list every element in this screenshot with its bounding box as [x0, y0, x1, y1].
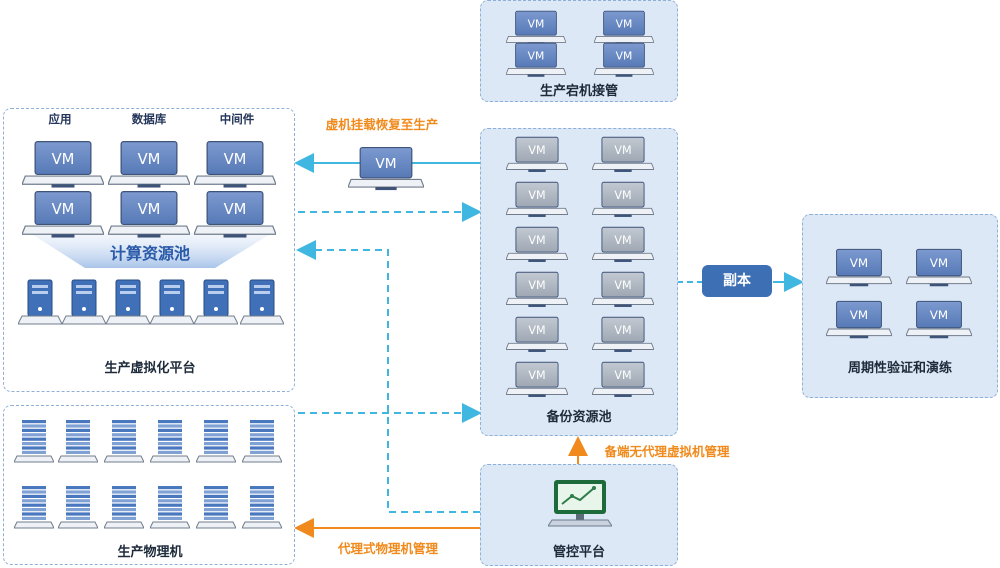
arrow-console-to-virtual — [296, 240, 480, 513]
backup-pool-panel — [480, 128, 678, 436]
column-label-database: 数据库 — [131, 112, 167, 126]
vm-icon: VM — [906, 300, 972, 339]
vm-icon: VM — [194, 141, 276, 188]
vm-icon: VM — [108, 141, 190, 188]
vm-icon: VM — [108, 191, 190, 238]
vm-icon: VM — [506, 10, 566, 45]
vm-icon-text: VM — [138, 201, 161, 218]
physical-server-icon — [104, 420, 144, 463]
vm-icon-text: VM — [930, 308, 948, 322]
vm-icon-text: VM — [614, 189, 631, 202]
server-icon — [194, 279, 238, 325]
server-icon — [240, 279, 284, 325]
vm-icon-text: VM — [528, 369, 545, 382]
vm-icon: VM — [592, 226, 654, 262]
vm-icon-text: VM — [616, 49, 633, 62]
vm-icon-text: VM — [52, 201, 75, 218]
physical-server-icon — [58, 486, 98, 529]
vm-icon: VM — [506, 316, 568, 352]
console-title: 管控平台 — [552, 545, 605, 560]
vm-icon: VM — [594, 42, 654, 77]
vm-icon-text: VM — [528, 324, 545, 337]
vm-icon-text: VM — [528, 17, 545, 30]
vm-icon: VM — [194, 191, 276, 238]
vm-icon-text: VM — [616, 17, 633, 30]
vm-icon-text: VM — [614, 324, 631, 337]
vm-icon: VM — [348, 146, 424, 191]
vm-icon: VM — [592, 361, 654, 397]
vm-icon: VM — [906, 248, 972, 287]
physical-server-icon — [14, 420, 54, 463]
monitor-icon — [548, 480, 612, 527]
vm-icon-text: VM — [614, 279, 631, 292]
vm-icon-text: VM — [528, 279, 545, 292]
vm-icon: VM — [592, 181, 654, 217]
compute-pool-label: 计算资源池 — [109, 244, 190, 263]
vm-icon-text: VM — [528, 144, 545, 157]
vm-icon: VM — [506, 271, 568, 307]
vm-icon-text: VM — [375, 156, 396, 172]
vm-icon: VM — [592, 136, 654, 172]
physical-server-icon — [242, 420, 282, 463]
server-icon — [62, 279, 106, 325]
vm-icon: VM — [506, 361, 568, 397]
takeover-panel — [480, 0, 678, 102]
vm-icon: VM — [22, 191, 104, 238]
vm-icon: VM — [506, 181, 568, 217]
vm-icon-text: VM — [528, 234, 545, 247]
vm-icon: VM — [506, 136, 568, 172]
vm-icon-text: VM — [528, 189, 545, 202]
arrow-label-mount-restore: 虚机挂载恢复至生产 — [325, 117, 439, 132]
vm-icon-text: VM — [224, 201, 247, 218]
vm-icon-text: VM — [930, 256, 948, 270]
vm-icon-text: VM — [614, 234, 631, 247]
vm-icon: VM — [506, 226, 568, 262]
column-label-middleware: 中间件 — [219, 112, 255, 126]
vm-icon: VM — [592, 316, 654, 352]
arrow-label-agent-physical: 代理式物理机管理 — [337, 541, 438, 556]
verification-title: 周期性验证和演练 — [847, 361, 952, 376]
arrow-label-agentless: 备端无代理虚拟机管理 — [604, 444, 730, 459]
backup-pool-title: 备份资源池 — [546, 410, 612, 425]
vm-icon-text: VM — [528, 49, 545, 62]
copy-badge: 副本 — [702, 265, 772, 297]
verification-panel — [802, 214, 998, 398]
vm-icon: VM — [826, 248, 892, 287]
physical-server-icon — [242, 486, 282, 529]
physical-server-icon — [150, 486, 190, 529]
vm-icon: VM — [826, 300, 892, 339]
vm-icon-text: VM — [850, 308, 868, 322]
server-icon — [106, 279, 150, 325]
production-virtual-title: 生产虚拟化平台 — [104, 361, 196, 376]
physical-server-icon — [196, 420, 236, 463]
column-label-app: 应用 — [48, 112, 72, 126]
vm-icon-text: VM — [224, 151, 247, 168]
production-physical-panel — [3, 405, 295, 565]
physical-server-icon — [196, 486, 236, 529]
vm-icon-text: VM — [138, 151, 161, 168]
physical-server-icon — [104, 486, 144, 529]
vm-icon: VM — [506, 42, 566, 77]
vm-icon: VM — [22, 141, 104, 188]
vm-icon-text: VM — [614, 369, 631, 382]
physical-server-icon — [58, 420, 98, 463]
vm-icon: VM — [592, 271, 654, 307]
vm-icon-text: VM — [850, 256, 868, 270]
vm-icon-text: VM — [614, 144, 631, 157]
production-physical-title: 生产物理机 — [117, 545, 183, 560]
takeover-title: 生产宕机接管 — [539, 84, 618, 99]
server-icon — [18, 279, 62, 325]
physical-server-icon — [150, 420, 190, 463]
vm-icon-text: VM — [52, 151, 75, 168]
physical-server-icon — [14, 486, 54, 529]
server-icon — [150, 279, 194, 325]
